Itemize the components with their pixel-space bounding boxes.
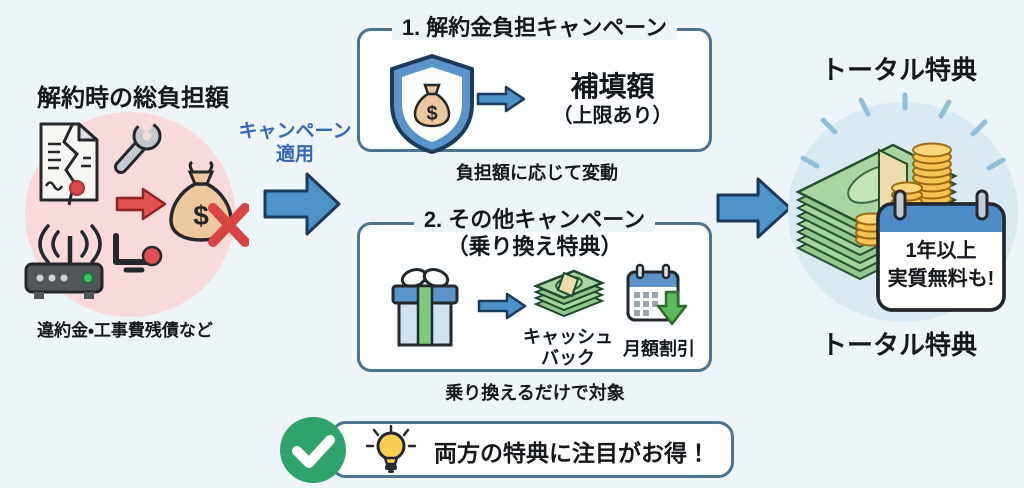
campaign2-title-line1: 2. その他キャンペーン (413, 207, 656, 233)
blue-arrow-icon (476, 85, 526, 113)
cash-stack-icon (532, 269, 606, 318)
blue-arrow-icon (263, 172, 341, 236)
dollar-sign: $ (193, 200, 209, 231)
campaign1-title-text: 1. 解約金負担キャンペーン (391, 15, 678, 41)
free-period-callout: 1年以上 実質無料も! (878, 237, 1004, 293)
free-period-callout-line2: 実質無料も! (887, 268, 995, 290)
money-bag-x-icon: $ (169, 160, 249, 247)
campaign2-title-line2: （乗り換え特典） (446, 234, 623, 259)
campaign2-title: 2. その他キャンペーン （乗り換え特典） (357, 207, 712, 259)
left-title: 解約時の総負担額 (37, 85, 229, 112)
campaign1-result-label: 補填額 (570, 71, 655, 102)
campaign2-caption: 乗り換えるだけで対象 (445, 383, 625, 403)
cashback-label-line1: キャッシュ (523, 327, 613, 347)
transfer-label-line1: キャンペーン (238, 121, 352, 142)
left-caption: 違約金・工事費残債など (37, 321, 213, 340)
calendar-discount-icon (626, 263, 688, 326)
total-benefit-label-top: トータル特典 (820, 55, 977, 85)
gift-icon (391, 268, 459, 347)
free-period-callout-line1: 1年以上 (905, 240, 977, 262)
campaign1-result-note: （上限あり） (552, 105, 673, 127)
red-arrow-icon (115, 187, 167, 221)
dollar-sign: $ (426, 103, 437, 125)
transfer-label: キャンペーン 適用 (232, 120, 358, 166)
campaign1-title: 1. 解約金負担キャンペーン (357, 15, 712, 41)
blue-arrow-icon (477, 292, 527, 320)
shield-money-icon: $ (390, 54, 474, 154)
cashback-label: キャッシュ バック (520, 327, 616, 369)
footer-message: 両方の特典に注目がお得！ (434, 440, 710, 466)
torn-contract-icon (39, 122, 99, 206)
cashback-label-line2: バック (541, 348, 595, 368)
money-pile-coins-calendar-icon (788, 92, 1018, 322)
router-icon (24, 224, 104, 299)
transfer-label-line2: 適用 (275, 144, 314, 165)
discount-label: 月額割引 (623, 339, 695, 359)
wrench-icon (114, 120, 162, 174)
total-benefit-label-bottom: トータル特典 (820, 330, 977, 360)
device-alert-icon (113, 233, 163, 273)
blue-arrow-icon (716, 177, 792, 239)
campaign1-result: 補填額 （上限あり） (520, 70, 705, 128)
check-circle-icon (280, 417, 346, 483)
lightbulb-icon (366, 425, 416, 473)
campaign1-caption: 負担額に応じて変動 (456, 163, 618, 183)
